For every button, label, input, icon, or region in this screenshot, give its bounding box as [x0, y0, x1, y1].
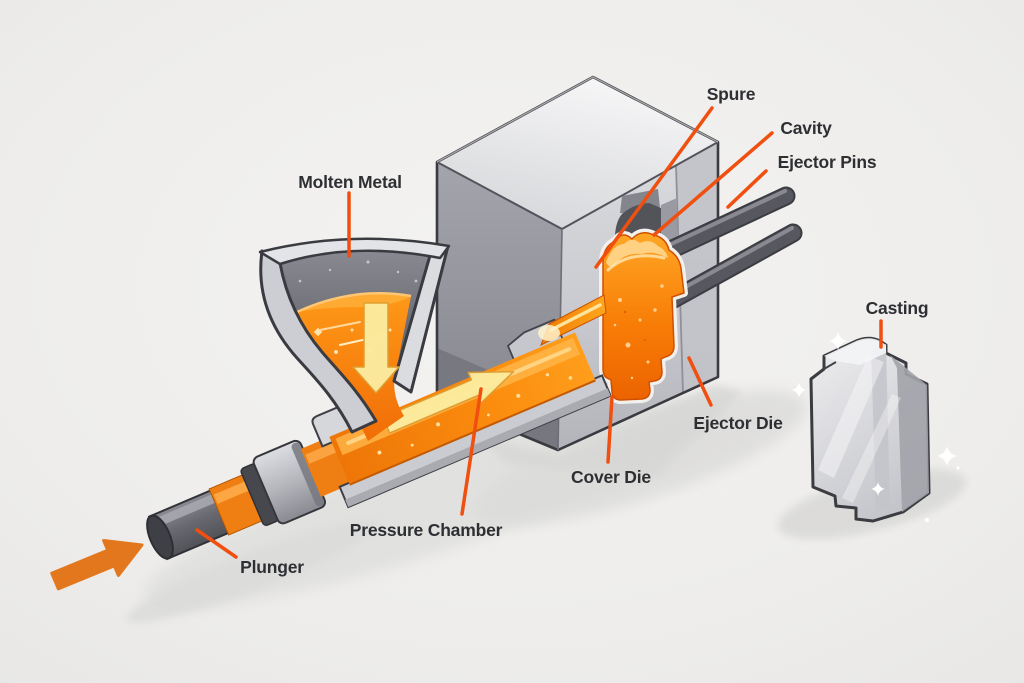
injection-flow-arrow [382, 370, 515, 434]
label-cover-die: Cover Die [571, 467, 651, 487]
pour-flow-arrow [352, 302, 400, 394]
ground-shadows [126, 384, 967, 623]
leader-ejector-pins [726, 169, 768, 209]
plunger-rod [146, 487, 235, 561]
funnel-rim [258, 237, 451, 266]
casting-part [791, 332, 960, 523]
label-pressure-chamber: Pressure Chamber [350, 520, 503, 540]
leader-cavity [652, 131, 774, 237]
leader-ejector-die [687, 356, 713, 407]
leader-plunger [195, 528, 238, 559]
label-cavity: Cavity [780, 118, 832, 138]
die-top-face [437, 77, 718, 229]
pressure-chamber-assembly [146, 318, 612, 561]
plunger-end-cap [146, 514, 174, 560]
sparkle-icons [791, 332, 960, 522]
ejector-pin-top [658, 188, 794, 260]
part-labels: Molten Metal Spure Cavity Ejector Pins C… [240, 84, 928, 577]
ejector-pin-bottom [664, 225, 801, 308]
leader-pressure-chamber [460, 387, 483, 516]
plunger-direction-arrow [50, 539, 144, 591]
ejector-pins [656, 186, 803, 310]
label-casting: Casting [866, 298, 929, 318]
label-plunger: Plunger [240, 557, 304, 577]
runner-stream [538, 294, 607, 347]
label-spure: Spure [707, 84, 756, 104]
die-cavity-molten-metal [599, 228, 688, 404]
funnel-left-wall [259, 249, 378, 434]
leader-lines [195, 106, 883, 559]
label-ejector-die: Ejector Die [693, 413, 783, 433]
label-ejector-pins: Ejector Pins [778, 152, 877, 172]
leader-cover-die [606, 395, 614, 464]
plunger-shadow [126, 519, 380, 623]
label-molten-metal: Molten Metal [298, 172, 402, 192]
leader-spure [594, 106, 714, 269]
pouring-funnel [258, 237, 451, 441]
